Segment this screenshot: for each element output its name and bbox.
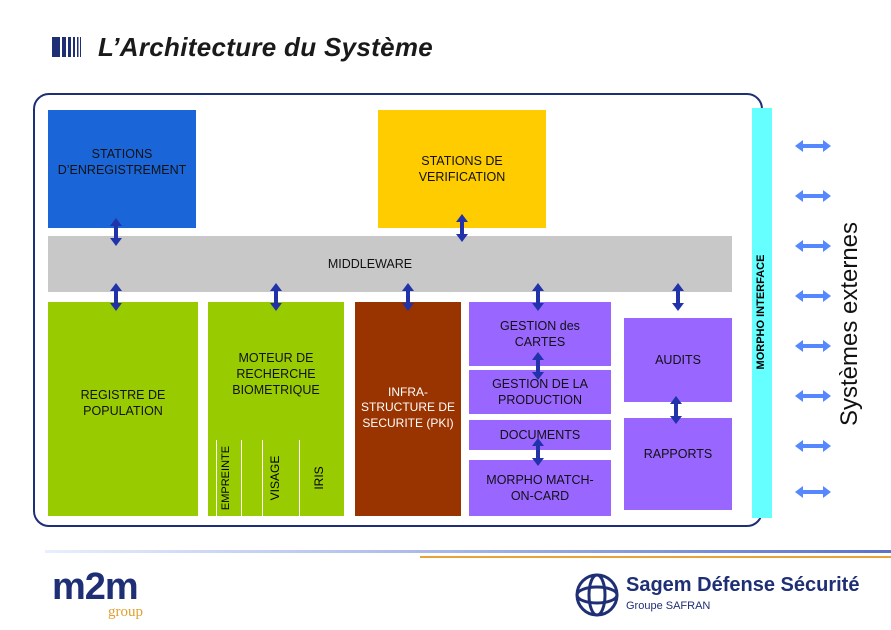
external-arrow-4-icon: [795, 290, 831, 302]
audits-label: AUDITS: [655, 352, 701, 367]
middleware-label: MIDDLEWARE: [327, 256, 413, 271]
arrow-verification-middleware-icon: [456, 214, 468, 242]
footer-line: [45, 550, 891, 553]
arrow-registre-middleware-icon: [110, 283, 122, 311]
m2m-logo: m2m group: [50, 566, 160, 626]
arrow-cartes-production-icon: [532, 352, 544, 380]
sagem-group: Groupe SAFRAN: [626, 600, 711, 612]
stations-enregistrement-label: STATIONS D’ENREGISTREMENT: [57, 147, 187, 178]
footer-accent-line: [420, 556, 891, 558]
arrow-documents-matchoncard-icon: [532, 438, 544, 466]
match-on-card-label: MORPHO MATCH-ON-CARD: [486, 472, 594, 503]
page-title: L’Architecture du Système: [98, 32, 434, 62]
audits-box: AUDITS: [624, 318, 732, 402]
sagem-logo: Sagem Défense Sécurité Groupe SAFRAN: [574, 572, 859, 622]
stations-verification-label: STATIONS DE VERIFICATION: [418, 153, 506, 184]
documents-box: DOCUMENTS: [469, 420, 611, 450]
registre-population-label: REGISTRE DE POPULATION: [80, 387, 166, 418]
registre-population-box: REGISTRE DE POPULATION: [48, 302, 198, 516]
visage-strip: [262, 440, 300, 516]
arrow-audits-middleware-icon: [672, 283, 684, 311]
arrow-moteur-middleware-icon: [270, 283, 282, 311]
external-arrow-5-icon: [795, 340, 831, 352]
empreinte-strip: [216, 440, 242, 516]
title-bars-icon: [52, 35, 82, 59]
stations-enregistrement-box: STATIONS D’ENREGISTREMENT: [48, 110, 196, 228]
pki-label: INFRA-STRUCTURE DE SECURITE (PKI): [360, 384, 455, 430]
gestion-production-label: GESTION DE LA PRODUCTION: [492, 376, 588, 407]
arrow-pki-middleware-icon: [402, 283, 414, 311]
documents-label: DOCUMENTS: [499, 427, 581, 442]
m2m-logo-text: m2m: [52, 566, 139, 608]
stations-verification-box: STATIONS DE VERIFICATION: [378, 110, 546, 228]
arrow-cartes-middleware-icon: [532, 283, 544, 311]
sagem-name: Sagem Défense Sécurité: [626, 574, 860, 596]
m2m-logo-group: group: [108, 604, 143, 620]
external-arrow-7-icon: [795, 440, 831, 452]
rapports-box: RAPPORTS: [624, 418, 732, 510]
match-on-card-box: MORPHO MATCH-ON-CARD: [469, 460, 611, 516]
gestion-cartes-label: GESTION des CARTES: [500, 318, 580, 349]
arrow-audits-rapports-icon: [670, 396, 682, 424]
external-arrow-1-icon: [795, 140, 831, 152]
moteur-label: MOTEUR DE RECHERCHE BIOMETRIQUE: [232, 350, 320, 398]
middleware-bar: MIDDLEWARE: [48, 236, 732, 292]
external-arrow-2-icon: [795, 190, 831, 202]
gestion-production-box: GESTION DE LA PRODUCTION: [469, 370, 611, 414]
rapports-label: RAPPORTS: [643, 446, 713, 461]
morpho-interface-bar: [752, 108, 772, 518]
external-arrow-8-icon: [795, 486, 831, 498]
sagem-globe-icon: [575, 573, 619, 617]
external-arrow-3-icon: [795, 240, 831, 252]
arrow-enregistrement-middleware-icon: [110, 218, 122, 246]
pki-box: INFRA-STRUCTURE DE SECURITE (PKI): [355, 302, 461, 516]
external-arrow-6-icon: [795, 390, 831, 402]
